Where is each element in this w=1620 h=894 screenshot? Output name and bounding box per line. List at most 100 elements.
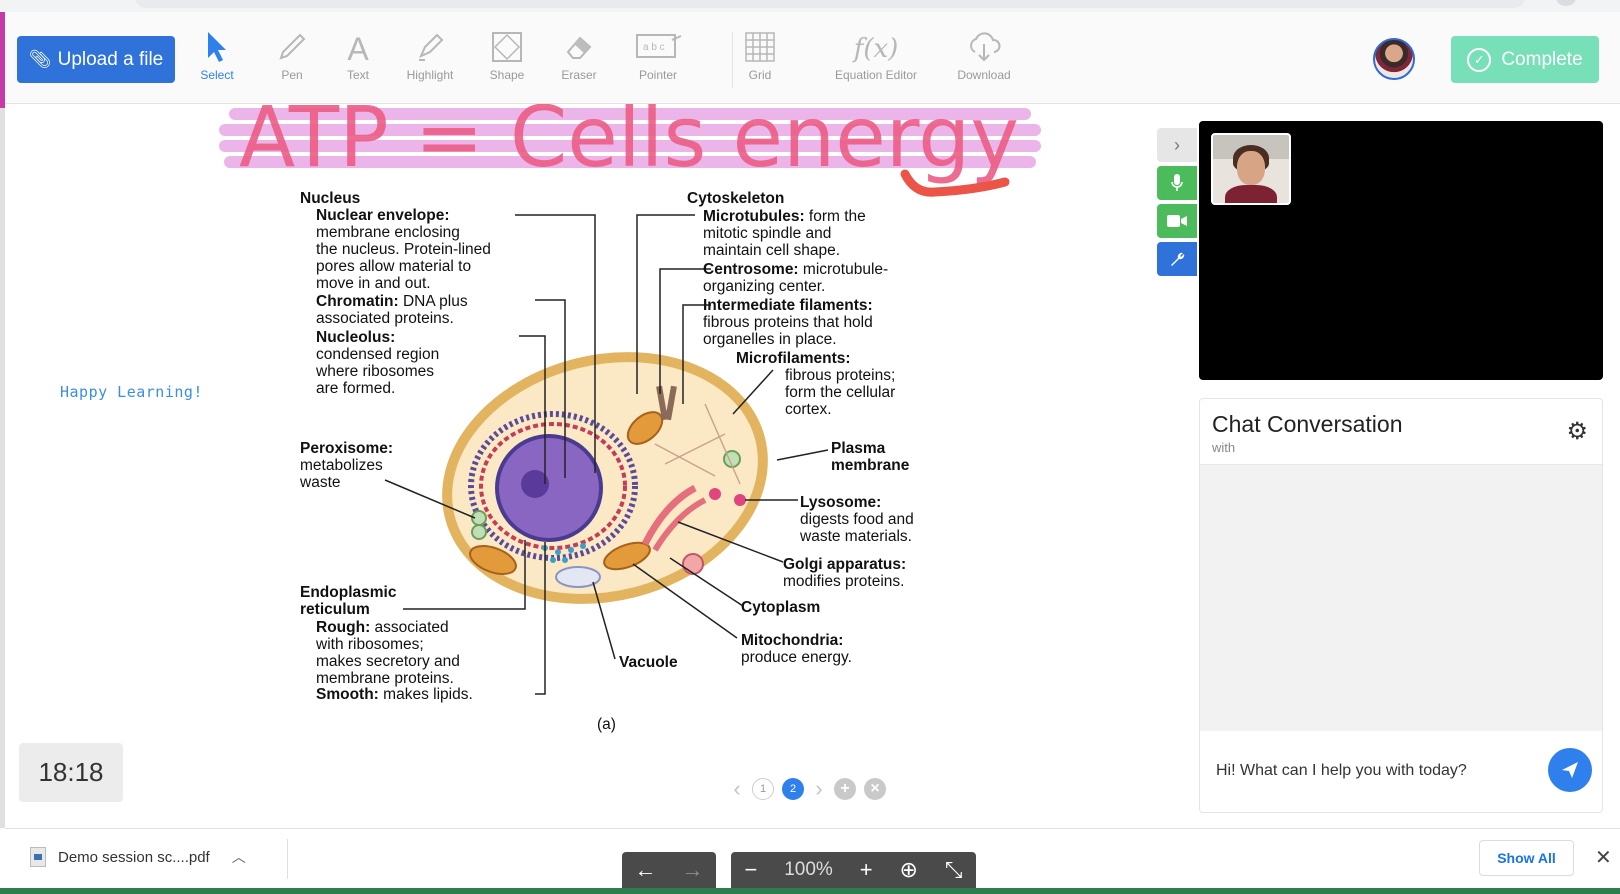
- label-microfilaments: Microfilaments:: [736, 350, 851, 367]
- label-cytoskeleton: Cytoskeleton: [687, 190, 785, 207]
- chat-messages: [1200, 465, 1602, 731]
- whiteboard-toolbar: 📎︎ Upload a file Select Pen A Text Highl…: [5, 12, 1620, 104]
- label-golgi: Golgi apparatus:modifies proteins.: [783, 556, 907, 590]
- pdf-history-controls: ← →: [622, 852, 716, 888]
- tool-text[interactable]: A Text: [318, 30, 398, 92]
- complete-button[interactable]: ✓ Complete: [1451, 36, 1599, 83]
- tool-shape[interactable]: Shape: [467, 30, 547, 92]
- chat-header: Chat Conversation with ⚙: [1200, 399, 1602, 465]
- download-circle-icon[interactable]: ⊕: [899, 857, 918, 882]
- tool-equation-label: Equation Editor: [834, 68, 918, 82]
- collapse-panel-button[interactable]: ›: [1157, 128, 1197, 162]
- pdf-zoom-controls: − 100% + ⊕ ⤡: [731, 852, 976, 888]
- microphone-button[interactable]: [1157, 166, 1197, 200]
- tool-grid[interactable]: Grid: [720, 30, 800, 92]
- participant-thumbnail[interactable]: [1211, 133, 1291, 205]
- chat-message-input[interactable]: [1216, 762, 1536, 780]
- cursor-icon: [177, 30, 257, 68]
- window-edge-lower: [0, 108, 5, 828]
- chat-panel: Chat Conversation with ⚙: [1199, 398, 1603, 813]
- tool-highlight[interactable]: Highlight: [390, 30, 470, 92]
- happy-learning-text: Happy Learning!: [60, 383, 203, 401]
- tool-highlight-label: Highlight: [406, 68, 454, 82]
- tool-pointer[interactable]: a b c Pointer: [618, 30, 698, 92]
- arrow-right-icon[interactable]: →: [681, 857, 704, 882]
- zoom-in-icon[interactable]: +: [859, 857, 873, 882]
- chevron-left-icon[interactable]: ‹: [733, 776, 741, 801]
- check-icon: ✓: [1467, 47, 1492, 72]
- user-avatar[interactable]: [1373, 38, 1415, 80]
- shape-icon: [467, 30, 547, 68]
- chevron-right-icon[interactable]: ›: [815, 776, 823, 801]
- label-intermediate-filaments: Intermediate filaments:fibrous proteins …: [703, 297, 873, 348]
- chevron-right-icon: ›: [1174, 134, 1180, 155]
- microphone-icon: [1171, 174, 1183, 191]
- chevron-up-icon[interactable]: ︿: [231, 849, 246, 865]
- video-feed: [1199, 121, 1603, 380]
- gear-icon[interactable]: ⚙: [1566, 418, 1588, 445]
- address-bar[interactable]: [135, 0, 1525, 8]
- upload-file-label: Upload a file: [57, 48, 164, 70]
- delete-page-icon[interactable]: ×: [864, 778, 886, 800]
- tool-download[interactable]: Download: [944, 30, 1024, 92]
- chat-input-area: [1200, 730, 1602, 812]
- video-controls: ›: [1157, 128, 1199, 280]
- camera-icon: [1167, 215, 1187, 227]
- tool-download-label: Download: [957, 68, 1011, 82]
- tool-pen[interactable]: Pen: [252, 30, 332, 92]
- label-smooth-er: Smooth: makes lipids.: [316, 686, 473, 703]
- figure-caption: (a): [597, 716, 616, 733]
- label-vacuole: Vacuole: [619, 654, 678, 671]
- tool-eraser-label: Eraser: [561, 68, 597, 82]
- close-icon[interactable]: ✕: [1595, 847, 1612, 869]
- tool-select[interactable]: Select: [177, 30, 257, 92]
- handwritten-title: ATP = Cells energy: [219, 104, 1041, 197]
- tool-grid-label: Grid: [748, 68, 772, 82]
- svg-text:a b c: a b c: [643, 42, 665, 53]
- download-file-name: Demo session sc....pdf: [58, 848, 210, 866]
- download-item[interactable]: Demo session sc....pdf ︿: [30, 847, 246, 867]
- page-2-button[interactable]: 2: [782, 778, 804, 800]
- show-all-button[interactable]: Show All: [1479, 840, 1574, 876]
- tool-equation-editor[interactable]: f(x) Equation Editor: [822, 30, 930, 92]
- text-icon: A: [347, 31, 369, 67]
- arrow-left-icon[interactable]: ←: [634, 857, 657, 882]
- camera-button[interactable]: [1157, 204, 1197, 238]
- session-timer: 18:18: [19, 743, 123, 802]
- label-mitochondria: Mitochondria:produce energy.: [741, 632, 852, 666]
- fit-page-icon[interactable]: ⤡: [944, 857, 963, 882]
- svg-text:ATP = Cells energy: ATP = Cells energy: [239, 104, 1019, 186]
- label-centrosome: Centrosome: microtubule-organizing cente…: [703, 261, 889, 295]
- tool-eraser[interactable]: Eraser: [539, 30, 619, 92]
- download-divider: [287, 839, 288, 879]
- upload-file-button[interactable]: 📎︎ Upload a file: [17, 36, 175, 83]
- zoom-out-icon[interactable]: −: [744, 857, 758, 882]
- pen-icon: [252, 30, 332, 68]
- tool-shape-label: Shape: [489, 68, 525, 82]
- tool-pointer-label: Pointer: [638, 68, 678, 82]
- function-icon: f(x): [853, 34, 899, 64]
- highlight-icon: [390, 30, 470, 68]
- wrench-icon: [1171, 252, 1185, 266]
- pointer-icon: a b c: [618, 30, 698, 68]
- add-page-icon[interactable]: +: [834, 778, 856, 800]
- settings-wrench-button[interactable]: [1157, 242, 1197, 276]
- tool-select-label: Select: [200, 68, 234, 82]
- whiteboard-canvas[interactable]: ATP = Cells energy Happy Learning!: [5, 104, 1200, 828]
- page-navigator: ‹ 1 2 › + ×: [730, 775, 886, 803]
- send-button[interactable]: [1548, 748, 1592, 792]
- eraser-icon: [539, 30, 619, 68]
- page-1-button[interactable]: 1: [752, 778, 774, 800]
- browser-profile-icon[interactable]: [1556, 0, 1576, 6]
- paper-plane-icon: [1562, 762, 1578, 778]
- cell-diagram: [384, 214, 829, 695]
- chat-subtitle: with: [1212, 440, 1236, 455]
- cloud-download-icon: [944, 30, 1024, 68]
